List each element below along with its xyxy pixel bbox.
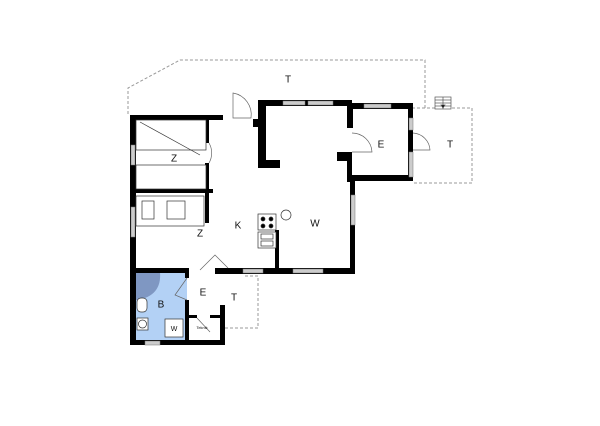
room-label-bedroom-2: Z bbox=[197, 229, 203, 240]
windows bbox=[130, 100, 414, 346]
terrace-east-outline bbox=[412, 107, 473, 184]
toilet-icon bbox=[136, 297, 148, 313]
bed bbox=[135, 164, 207, 190]
room-label-entrance-south: E bbox=[200, 288, 207, 299]
room-label-kitchen: K bbox=[235, 221, 242, 232]
room-label-terrace-east: T bbox=[447, 140, 453, 151]
terrace-south-outline bbox=[225, 275, 259, 329]
room-label-bathroom: B bbox=[158, 300, 165, 311]
room-label-bedroom-1: Z bbox=[171, 154, 177, 165]
stove-icon bbox=[257, 213, 277, 231]
room-label-entrance-east: E bbox=[378, 140, 385, 151]
stairs-icon bbox=[434, 96, 452, 110]
shower-icon bbox=[135, 272, 161, 300]
furniture bbox=[135, 119, 292, 338]
room-label-technical: Teknik bbox=[196, 325, 207, 330]
washer-icon bbox=[164, 318, 184, 338]
doors bbox=[174, 92, 431, 333]
bed bbox=[135, 119, 207, 151]
terrace-north-outline bbox=[127, 59, 426, 114]
room-label-terrace-north: T bbox=[285, 75, 291, 86]
lamp-icon bbox=[280, 209, 292, 221]
room-label-living: W bbox=[310, 219, 320, 230]
room-label-terrace-south: T bbox=[231, 293, 237, 304]
room-label-washer: W bbox=[171, 326, 178, 333]
